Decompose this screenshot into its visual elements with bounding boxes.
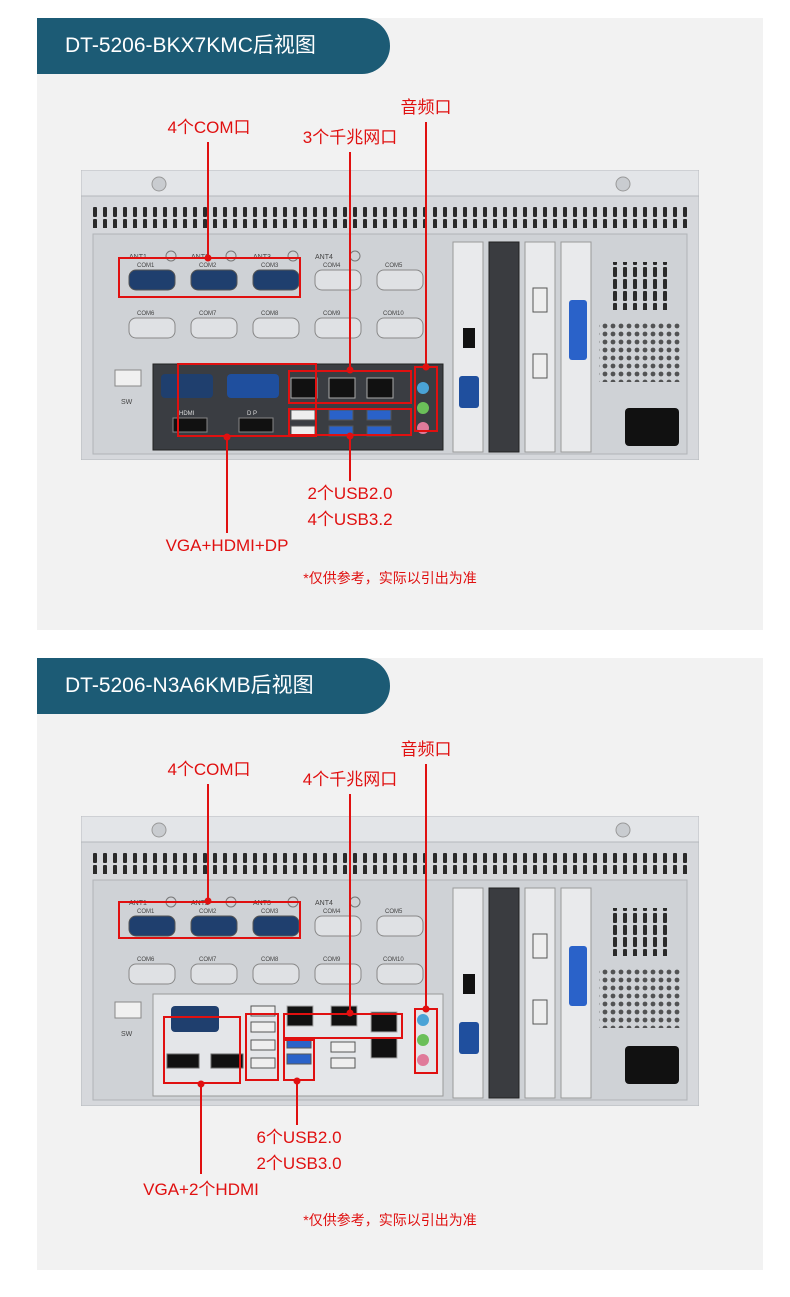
s2-silk-com1: COM1 xyxy=(137,909,155,915)
s1-lead-com xyxy=(207,142,209,256)
s1-silk-sw: SW xyxy=(121,399,133,406)
s1-silk-dp: D P xyxy=(247,411,257,417)
s2-silk-ant2: ANT2 xyxy=(191,900,209,907)
s1-lead-usb xyxy=(349,436,351,481)
s2-highlight-com xyxy=(118,901,301,939)
s1-label-video: VGA+HDMI+DP xyxy=(165,536,289,555)
s2-label-usb-line1: 6个USB2.0 xyxy=(256,1128,342,1147)
s1-silk-com10: COM10 xyxy=(383,311,404,317)
s2-silk-com10: COM10 xyxy=(383,957,404,963)
s2-label-usb-line2: 2个USB3.0 xyxy=(256,1154,342,1173)
s1-label-usb-line1: 2个USB2.0 xyxy=(307,484,393,503)
s2-silk-com5: COM5 xyxy=(385,909,403,915)
section-2-panel: DT-5206-N3A6KMB后视图 4个COM口 4个千兆网口 音频口 xyxy=(37,658,763,1270)
s2-highlight-usb xyxy=(245,1013,279,1081)
s2-silk-com6: COM6 xyxy=(137,957,155,963)
s1-dot-video xyxy=(223,433,231,441)
s1-note: *仅供参考，实际以引出为准 xyxy=(303,570,477,586)
s1-silk-com6: COM6 xyxy=(137,311,155,317)
s2-silk-ant1: ANT1 xyxy=(129,900,147,907)
s1-com-row1 xyxy=(128,269,424,291)
s1-silk-com5: COM5 xyxy=(385,263,403,269)
s1-label-lan: 3个千兆网口 xyxy=(302,128,398,147)
s1-highlight-com xyxy=(118,257,301,298)
s2-silk-com2: COM2 xyxy=(199,909,217,915)
s1-silk-com7: COM7 xyxy=(199,311,217,317)
s2-chassis-rear-view: ANT1 ANT2 ANT3 ANT4 COM1 COM2 COM3 COM4 … xyxy=(81,816,699,1106)
s2-lead-audio xyxy=(425,764,427,1008)
s2-highlight-lan xyxy=(283,1013,403,1039)
s2-silk-ant4: ANT4 xyxy=(315,900,333,907)
s1-label-com: 4个COM口 xyxy=(167,118,251,137)
section-2-title: DT-5206-N3A6KMB后视图 xyxy=(37,658,390,714)
s1-highlight-audio xyxy=(414,366,438,432)
s2-note: *仅供参考，实际以引出为准 xyxy=(303,1212,477,1228)
s2-dot-usb xyxy=(293,1077,301,1085)
s1-silk-hdmi: HDMI xyxy=(179,411,195,417)
s2-silk-com9: COM9 xyxy=(323,957,341,963)
s2-dot-video xyxy=(197,1080,205,1088)
s2-lead-video xyxy=(200,1084,202,1174)
s1-lead-audio xyxy=(425,122,427,366)
s2-dot-lan xyxy=(346,1009,354,1017)
s1-silk-com9: COM9 xyxy=(323,311,341,317)
s2-lead-usb xyxy=(296,1081,298,1125)
s1-com-row2 xyxy=(128,317,424,339)
s2-lead-com xyxy=(207,784,209,900)
s2-com-row2 xyxy=(128,963,424,985)
s2-dot-audio xyxy=(422,1005,430,1013)
s1-silk-com8: COM8 xyxy=(261,311,279,317)
s2-label-com: 4个COM口 xyxy=(167,760,251,779)
section-1-title: DT-5206-BKX7KMC后视图 xyxy=(37,18,390,74)
s1-lead-lan xyxy=(349,152,351,370)
s2-silk-ant3: ANT3 xyxy=(253,900,271,907)
s2-silk-com4: COM4 xyxy=(323,909,341,915)
s1-label-audio: 音频口 xyxy=(400,98,452,117)
s1-dot-usb xyxy=(346,432,354,440)
s1-silk-com2: COM2 xyxy=(199,263,217,269)
s1-chassis-rear-view: ANT1 ANT2 ANT3 ANT4 COM1 COM2 COM3 COM4 … xyxy=(81,170,699,460)
s1-dot-audio xyxy=(422,363,430,371)
s2-silk-sw: SW xyxy=(121,1031,133,1038)
s1-silk-com1: COM1 xyxy=(137,263,155,269)
s1-silk-ant4: ANT4 xyxy=(315,254,333,261)
s1-dot-com xyxy=(204,254,212,262)
s2-silk-com3: COM3 xyxy=(261,909,279,915)
s2-label-video: VGA+2个HDMI xyxy=(143,1180,259,1199)
s2-highlight-audio xyxy=(414,1008,438,1074)
s2-silk-com8: COM8 xyxy=(261,957,279,963)
s2-silk-com7: COM7 xyxy=(199,957,217,963)
s1-label-usb-line2: 4个USB3.2 xyxy=(307,510,393,529)
s2-label-audio: 音频口 xyxy=(400,740,452,759)
s1-dot-lan xyxy=(346,366,354,374)
s2-lead-lan xyxy=(349,794,351,1013)
s2-dot-com xyxy=(204,897,212,905)
s1-silk-com3: COM3 xyxy=(261,263,279,269)
section-1-panel: DT-5206-BKX7KMC后视图 4个COM口 3个千兆网口 音频口 xyxy=(37,18,763,630)
s2-highlight-video xyxy=(163,1016,241,1084)
s1-lead-video xyxy=(226,437,228,533)
s1-silk-com4: COM4 xyxy=(323,263,341,269)
s2-label-lan: 4个千兆网口 xyxy=(302,770,398,789)
s1-highlight-video xyxy=(177,363,317,437)
s2-highlight-usb3 xyxy=(283,1039,315,1081)
